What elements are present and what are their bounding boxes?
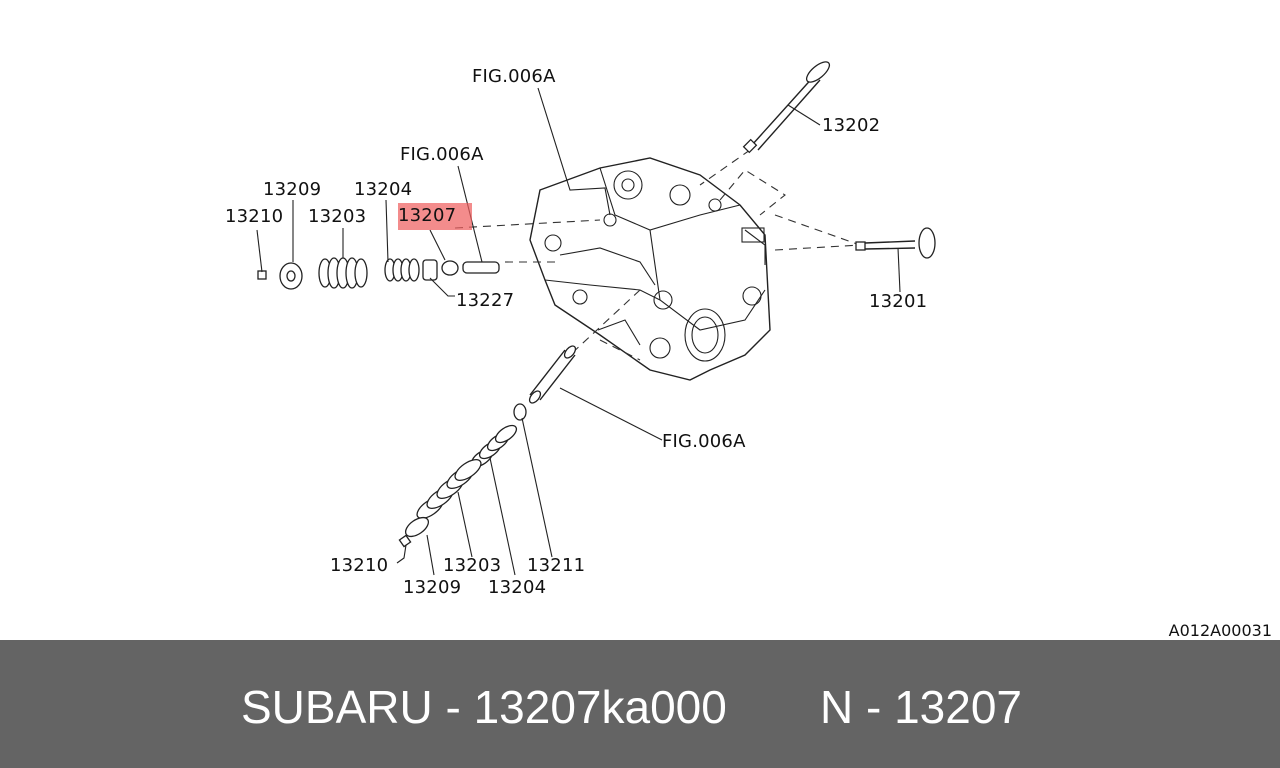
label-13210-bottom: 13210 [330,555,389,576]
label-13203-top: 13203 [308,206,367,227]
cylinder-head [529,157,771,381]
label-13210-top: 13210 [225,206,284,227]
label-13202: 13202 [822,115,881,136]
leader-lines [256,87,901,576]
diagram-position-number: N - 13207 [820,681,1023,733]
label-fig-006a-bottom: FIG.006A [662,431,746,452]
intake-valve [855,227,936,259]
label-fig-006a-mid: FIG.006A [400,144,484,165]
label-13211: 13211 [527,555,586,576]
upper-valve-spring-assembly [257,257,500,290]
label-13201: 13201 [869,291,928,312]
label-13203-bottom: 13203 [443,555,502,576]
exhaust-valve [742,61,831,154]
lower-valve-spring-assembly [398,345,577,548]
exploded-view-drawing [256,61,936,576]
label-fig-006a-top: FIG.006A [472,66,556,87]
label-13227: 13227 [456,290,515,311]
label-13204-bottom: 13204 [488,577,547,598]
footer-bar: SUBARU - 13207ka000 N - 13207 [0,640,1280,768]
brand-part-number: SUBARU - 13207ka000 [241,681,727,733]
label-13207-highlighted[interactable]: 13207 [398,203,473,230]
parts-diagram: FIG.006A FIG.006A 13202 13201 13209 1320… [225,61,1272,640]
diagram-reference-code: A012A00031 [1168,621,1272,640]
label-13204-top: 13204 [354,179,413,200]
label-13209-bottom: 13209 [403,577,462,598]
label-13209-top: 13209 [263,179,322,200]
